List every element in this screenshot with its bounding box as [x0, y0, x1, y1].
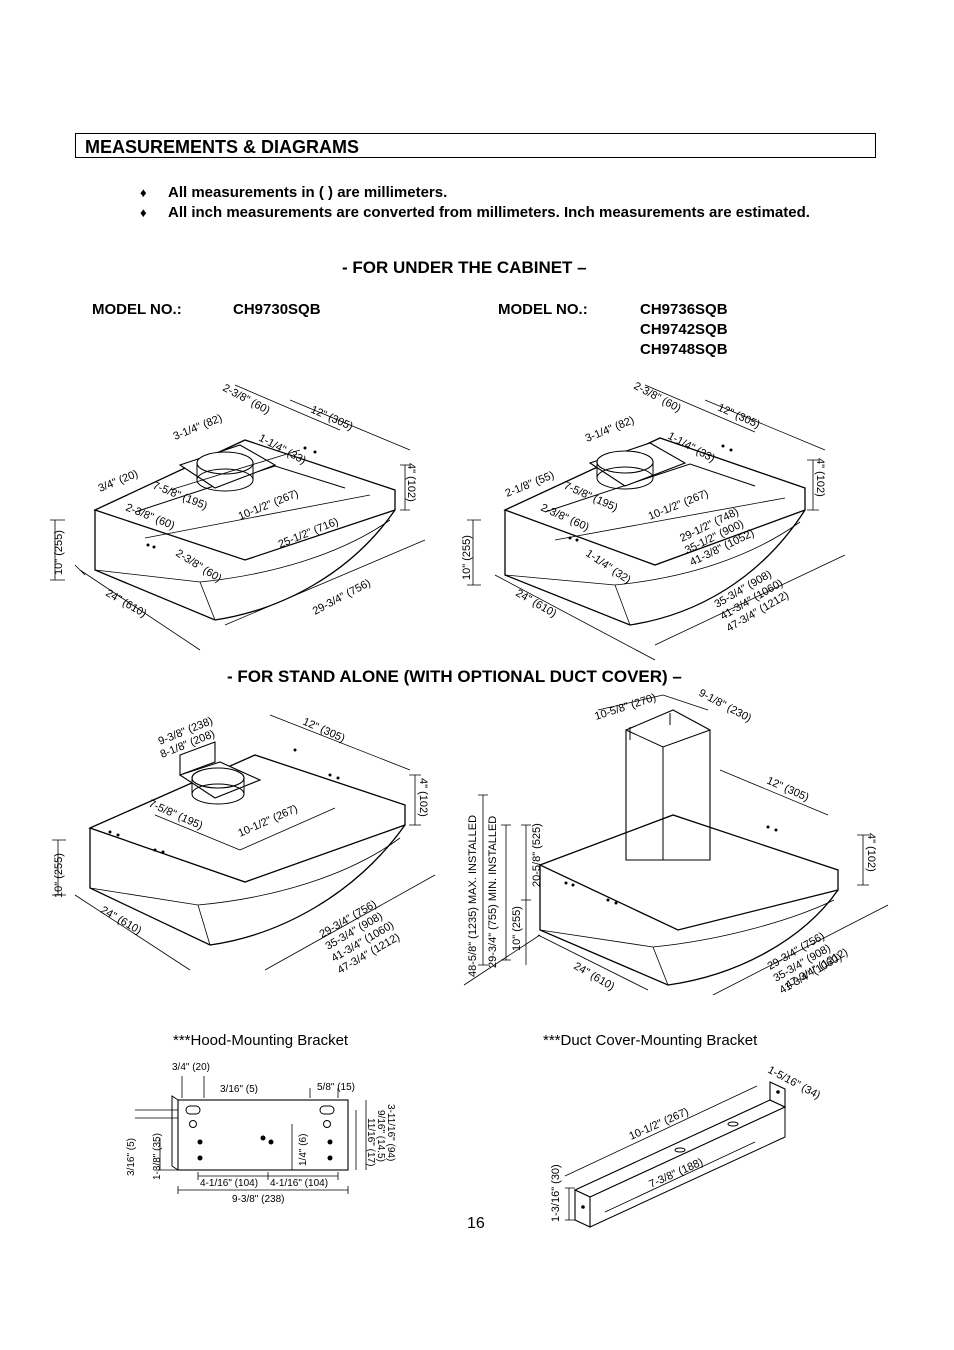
bracket-plate	[171, 1095, 349, 1171]
dim-label: 12" (305)	[716, 402, 762, 431]
page-title: MEASUREMENTS & DIAGRAMS	[85, 137, 360, 157]
hood-outline	[538, 814, 839, 986]
diagram-ch9730sqb: 2-3/8" (60) 12" (305) 3-1/4" (82) 1-1/4"…	[50, 382, 426, 651]
dim-label: 10" (255)	[53, 530, 65, 575]
dim-label: 25-1/2" (716)	[277, 516, 341, 551]
dim-label: 3-1/4" (82)	[172, 412, 224, 442]
mounting-bracket	[178, 741, 262, 805]
duct-bracket-caption: ***Duct Cover-Mounting Bracket	[543, 1032, 758, 1049]
dim-label: 12" (305)	[309, 404, 355, 433]
duct-cover-mounting-bracket-diagram: 1-5/16" (34) 10-1/2" (267) 7-3/8" (188) …	[550, 1064, 822, 1228]
dim-label: 10-1/2" (267)	[627, 1106, 690, 1143]
dim-label: 4" (102)	[814, 458, 826, 497]
dim-label: 10-1/2" (267)	[236, 803, 299, 840]
dim-label: 2-3/8" (60)	[539, 502, 591, 534]
model-label-left: MODEL NO.:	[92, 301, 182, 318]
hood-mounting-bracket-diagram: 3/4" (20) 3/16" (5) 5/8" (15) 3-11/16" (…	[126, 1062, 396, 1205]
dimension-lines	[463, 694, 889, 995]
dim-label: 9-1/8" (230)	[697, 687, 754, 725]
dim-label: 10" (255)	[511, 906, 523, 951]
dim-label: 4" (102)	[417, 778, 429, 817]
page-number: 16	[467, 1215, 485, 1232]
dim-label: 10" (255)	[53, 853, 65, 898]
model-number: CH9748SQB	[640, 341, 728, 358]
dim-label: 4" (102)	[865, 833, 877, 872]
dimension-lines	[467, 384, 846, 661]
dim-label: 5/8" (15)	[317, 1082, 355, 1093]
section-under-cabinet: - FOR UNDER THE CABINET –	[342, 258, 587, 277]
dim-label: 24" (610)	[104, 587, 149, 620]
hood-bracket-caption: ***Hood-Mounting Bracket	[173, 1032, 349, 1049]
dim-label: 29-3/4" (756)	[311, 577, 373, 618]
dim-label: 10-5/8" (270)	[593, 692, 657, 723]
dim-label: 1/4" (6)	[298, 1134, 309, 1166]
duct-cover	[625, 709, 711, 861]
section-header: MEASUREMENTS & DIAGRAMS	[75, 133, 876, 158]
diagram-stand-alone-duct-cover: 10-5/8" (270) 9-1/8" (230) 12" (305) 4" …	[463, 687, 889, 995]
dim-label: 48-5/8" (1235) MAX. INSTALLED	[467, 815, 479, 977]
dimension-lines	[50, 384, 426, 651]
dimension-lines	[52, 714, 436, 971]
diagram-stand-alone-hood: 9-3/8" (238) 8-1/8" (208) 12" (305) 4" (…	[52, 714, 436, 977]
note-text: All inch measurements are converted from…	[168, 204, 810, 221]
dim-label: 24" (610)	[514, 587, 559, 620]
dim-label: 9-3/8" (238)	[232, 1194, 284, 1205]
diamond-bullet-icon: ♦	[140, 205, 147, 220]
model-label-right: MODEL NO.:	[498, 301, 588, 318]
dim-label: 3/4" (20)	[97, 468, 140, 495]
dim-label: 24" (610)	[572, 960, 617, 993]
dimension-lines	[135, 1076, 367, 1194]
dim-label: 2-3/8" (60)	[124, 502, 176, 532]
dim-label: 10" (255)	[461, 535, 473, 580]
dim-label: 2-3/8" (60)	[221, 382, 272, 417]
dim-label: 29-3/4" (755) MIN. INSTALLED	[487, 816, 499, 968]
dimension-lines	[564, 1085, 758, 1221]
dim-label: 4-1/16" (104)	[270, 1178, 328, 1189]
diagram-ch9736sqb-ch9742sqb-ch9748sqb: 2-3/8" (60) 12" (305) 3-1/4" (82) 1-1/4"…	[461, 380, 846, 661]
model-number: CH9742SQB	[640, 321, 728, 338]
dim-label: 2-1/8" (55)	[504, 469, 556, 499]
dim-label: 2-3/8" (60)	[173, 547, 223, 585]
dim-label: 12" (305)	[765, 775, 811, 804]
dim-label: 3/16" (5)	[126, 1138, 137, 1176]
dim-label: 4-1/16" (104)	[200, 1178, 258, 1189]
dim-label: 3/4" (20)	[172, 1062, 210, 1073]
note-item: ♦ All measurements in ( ) are millimeter…	[140, 183, 840, 203]
note-text: All measurements in ( ) are millimeters.	[168, 184, 448, 201]
dim-label: 3-1/4" (82)	[584, 414, 636, 444]
section-stand-alone: - FOR STAND ALONE (WITH OPTIONAL DUCT CO…	[227, 667, 682, 686]
dim-label: 1-3/8" (35)	[152, 1133, 163, 1180]
note-item: ♦ All inch measurements are converted fr…	[140, 203, 840, 243]
dim-label: 20-5/8" (525)	[531, 823, 543, 887]
dim-label: 3/16" (5)	[220, 1084, 258, 1095]
model-number: CH9730SQB	[233, 301, 321, 318]
dim-label: 10-1/2" (267)	[237, 488, 301, 523]
dim-label: 7-5/8" (195)	[562, 480, 620, 514]
dim-label: 9/16" (14.5)	[375, 1110, 386, 1162]
dim-label: 1-3/16" (30)	[550, 1164, 562, 1222]
dim-label: 4" (102)	[405, 463, 417, 502]
dim-label: 3-11/16" (94)	[385, 1104, 396, 1161]
diamond-bullet-icon: ♦	[140, 185, 147, 200]
duct-collar	[178, 444, 277, 492]
bracket-channel	[573, 1081, 787, 1228]
dim-label: 11/16" (17)	[365, 1118, 376, 1166]
dim-label: 24" (610)	[99, 904, 144, 937]
model-number: CH9736SQB	[640, 301, 728, 318]
dim-label: 1-1/4" (32)	[583, 548, 632, 587]
dim-label: 12" (305)	[301, 716, 347, 745]
duct-collar	[588, 442, 687, 490]
